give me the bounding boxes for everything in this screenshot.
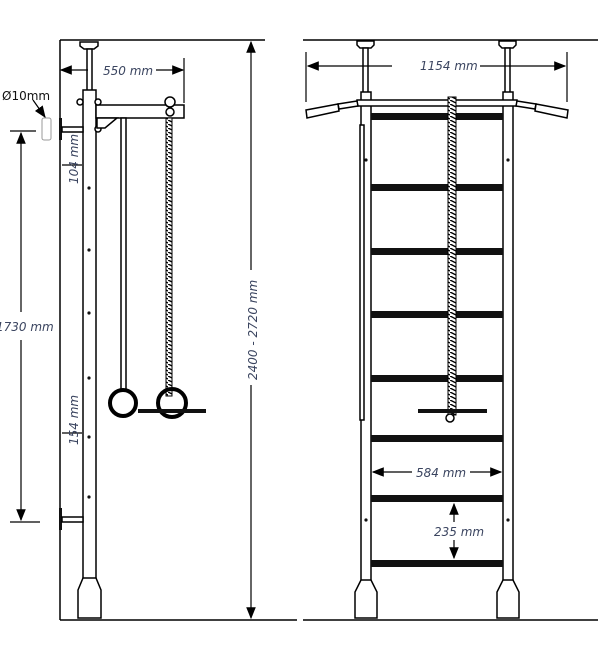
ladder-rung xyxy=(371,311,503,318)
wall-offset-label: 104 mm xyxy=(67,134,81,184)
wall-bracket-bottom xyxy=(61,516,84,523)
rung-spacing-label: 235 mm xyxy=(434,525,484,539)
ring-strap xyxy=(120,117,127,391)
grip-connector-left xyxy=(337,100,359,110)
ladder-rung xyxy=(371,248,503,255)
grip-right xyxy=(534,103,569,119)
gymnastic-ring xyxy=(108,388,138,418)
ladder-rung xyxy=(371,435,503,442)
mounting-plate xyxy=(41,117,52,141)
ladder-rungs xyxy=(371,113,503,567)
ladder-width-label: 584 mm xyxy=(416,466,466,480)
ceiling-mount xyxy=(79,41,99,50)
ladder-rung xyxy=(371,495,503,502)
rail-foot xyxy=(496,579,520,619)
ceiling-mount xyxy=(356,40,375,49)
trapeze-handle xyxy=(418,409,487,413)
ladder-rung xyxy=(371,184,503,191)
post-holes xyxy=(87,186,91,499)
side-view: Ø10mm 550 mm 104 mm 154 mm 1730 mm 2400 … xyxy=(0,39,297,621)
arm-bolts xyxy=(76,96,176,133)
wall-bracket-top xyxy=(61,126,84,133)
telescopic-tube xyxy=(362,47,369,94)
wall-plate-top xyxy=(59,118,62,140)
ladder-rung xyxy=(371,560,503,567)
bar-width-label: 1154 mm xyxy=(420,59,478,73)
wall-plate-bottom xyxy=(59,508,62,530)
post-foot xyxy=(77,577,102,619)
gymnastic-ring xyxy=(156,387,188,419)
side-rope xyxy=(359,124,365,421)
ring-offset-label: 154 mm xyxy=(67,395,81,445)
rail-holes xyxy=(364,158,510,522)
pull-up-bar xyxy=(356,99,518,107)
ladder-rail-right xyxy=(502,91,514,583)
mount-spacing-label: 1730 mm xyxy=(0,320,54,334)
arm-length-label: 550 mm xyxy=(103,64,153,78)
climbing-rope xyxy=(447,96,457,416)
rail-foot xyxy=(354,579,378,619)
climbing-rope xyxy=(165,117,173,397)
ladder-rung xyxy=(371,113,503,120)
ring-arm xyxy=(95,104,185,119)
front-view: 1154 mm 584 mm 235 mm xyxy=(303,39,598,621)
upright-post xyxy=(82,89,97,581)
ladder-rung xyxy=(371,375,503,382)
grip-connector-right xyxy=(515,100,537,110)
trapeze-handle xyxy=(138,409,206,413)
hole-diameter-label: Ø10mm xyxy=(2,89,50,103)
grip-left xyxy=(305,103,340,119)
ceiling-mount xyxy=(498,40,517,49)
telescopic-tube xyxy=(504,47,511,94)
rope-clip xyxy=(445,413,455,423)
height-range-label: 2400 - 2720 mm xyxy=(246,280,260,380)
hole-pointer-arrow xyxy=(32,99,46,118)
